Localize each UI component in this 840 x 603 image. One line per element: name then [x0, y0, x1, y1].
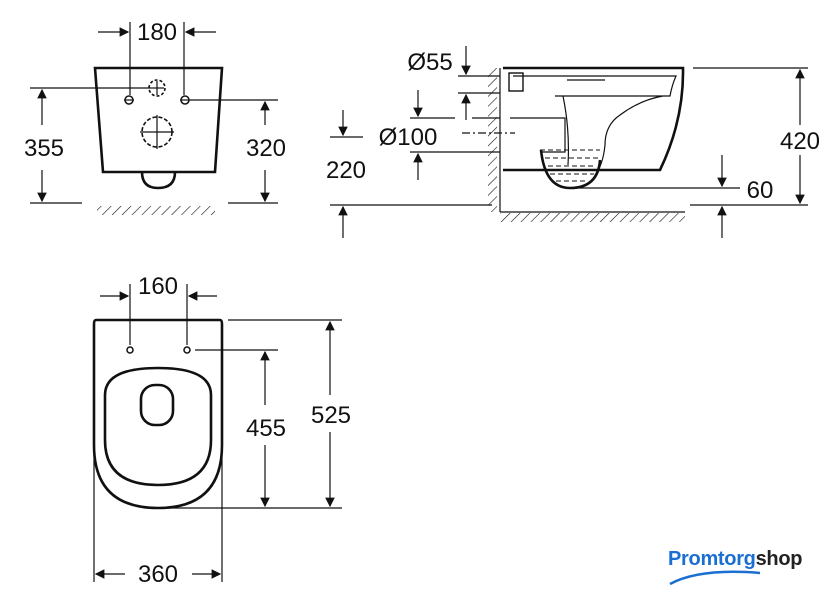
logo-part2: shop	[755, 548, 803, 570]
dim-160: 160	[138, 273, 178, 300]
hinge-hole-left	[126, 346, 134, 354]
bowl-opening	[139, 383, 175, 427]
floor-hatch	[97, 206, 215, 215]
seat-outline	[103, 366, 213, 487]
dim-320: 320	[246, 135, 286, 162]
dim-60: 60	[747, 177, 774, 204]
inlet-circle	[148, 79, 166, 97]
dim-180: 180	[137, 19, 177, 46]
dim-d100: Ø100	[379, 124, 438, 151]
hinge-hole-right	[183, 346, 191, 354]
wall-hatch	[488, 68, 497, 212]
dim-360: 360	[138, 561, 178, 588]
floor-hatch-side	[500, 213, 685, 222]
toilet-front-outline	[93, 66, 224, 174]
top-view: 160 455 525 360	[92, 273, 351, 588]
dim-d55: Ø55	[407, 49, 452, 76]
toilet-front-bottom	[140, 171, 177, 190]
toilet-top-outline	[92, 318, 224, 510]
toilet-side-outline	[503, 66, 685, 172]
logo-part1: Promtorg	[668, 548, 756, 570]
dim-355: 355	[24, 135, 64, 162]
promtorgshop-logo: Promtorgshop	[668, 548, 802, 571]
dim-455: 455	[246, 415, 286, 442]
dim-525: 525	[311, 402, 351, 429]
front-view: 180 355 320	[24, 19, 286, 215]
side-view: Ø55 Ø100 220 420 60	[326, 46, 820, 238]
logo-swoosh	[669, 570, 761, 586]
dim-220: 220	[326, 157, 366, 184]
dim-420: 420	[780, 128, 820, 155]
